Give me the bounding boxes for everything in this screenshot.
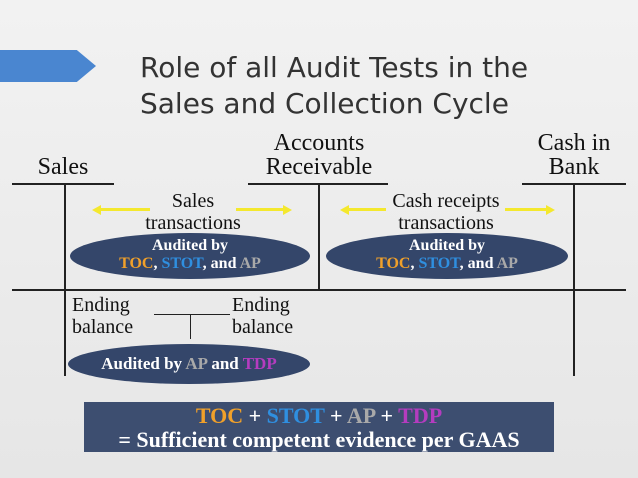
toc-label: TOC <box>376 255 411 272</box>
ap-label: AP <box>239 255 261 272</box>
toc-label: TOC <box>195 403 244 428</box>
cash-receipts-audit-oval: Audited by TOC, STOT, and AP <box>326 233 568 279</box>
sales-tx-line2: transactions <box>145 212 241 234</box>
ar-label-line2: Receivable <box>265 154 373 180</box>
ending-t-vertical <box>190 315 191 339</box>
and-label: and <box>211 354 239 373</box>
ending-balance-audit-oval: Audited by AP and TDP <box>68 344 310 384</box>
yellow-arrow-line <box>348 208 386 211</box>
comma: , <box>153 255 158 272</box>
ending-underline <box>154 314 230 315</box>
yellow-arrow-line <box>100 208 150 211</box>
toc-label: TOC <box>119 255 154 272</box>
oval-tests-line: TOC, STOT, and AP <box>70 255 310 273</box>
cash-label-line1: Cash in <box>537 130 611 156</box>
yellow-arrow-right-icon <box>546 205 555 215</box>
balance-divider-line <box>12 289 626 291</box>
cash-tx-line2: transactions <box>398 212 494 234</box>
ending-left-line2: balance <box>72 316 134 338</box>
cash-receipts-transactions-label: Cash receipts transactions <box>372 190 520 234</box>
cash-tx-line1: Cash receipts <box>392 190 500 212</box>
summary-box: TOC + STOT + AP + TDP = Sufficient compe… <box>84 402 554 452</box>
sales-account-label: Sales <box>37 154 89 180</box>
yellow-arrow-right-icon <box>283 205 292 215</box>
and-label: , and <box>459 255 494 272</box>
ending-balance-right: Ending balance <box>232 294 312 338</box>
stot-label: STOT <box>161 255 203 272</box>
ending-right-line1: Ending <box>232 294 290 316</box>
oval-audited-by: Audited by <box>408 237 486 254</box>
ar-t-vertical <box>318 184 320 290</box>
ending-balance-left: Ending balance <box>72 294 152 338</box>
plus-sign: + <box>380 403 394 428</box>
ending-right-line2: balance <box>232 316 294 338</box>
yellow-arrow-line <box>505 208 547 211</box>
slide-title-line1: Role of all Audit Tests in the <box>140 51 529 84</box>
slide-title: Role of all Audit Tests in the Sales and… <box>140 50 580 122</box>
ar-account-label: Accounts Receivable <box>246 131 392 179</box>
cash-account-label: Cash in Bank <box>522 131 626 179</box>
stot-label: STOT <box>418 255 460 272</box>
accent-arrow-tab <box>0 50 96 82</box>
ap-label: AP <box>496 255 518 272</box>
tdp-label: TDP <box>242 354 277 373</box>
and-label: , and <box>202 255 237 272</box>
sales-tx-line1: Sales <box>171 190 215 212</box>
stot-label: STOT <box>266 403 325 428</box>
yellow-arrow-left-icon <box>92 205 101 215</box>
yellow-arrow-left-icon <box>340 205 349 215</box>
ap-label: AP <box>185 354 208 373</box>
ap-label: AP <box>346 403 376 428</box>
audited-by-prefix: Audited by <box>101 354 183 373</box>
oval-audited-by: Audited by <box>151 237 229 254</box>
sales-t-horizontal <box>12 183 114 185</box>
sales-audit-oval: Audited by TOC, STOT, and AP <box>70 233 310 279</box>
sales-t-vertical <box>64 184 66 376</box>
plus-sign: + <box>248 403 262 428</box>
sales-transactions-label: Sales transactions <box>128 190 258 234</box>
ar-label-line1: Accounts <box>273 130 365 156</box>
slide-title-line2: Sales and Collection Cycle <box>140 87 509 120</box>
tdp-label: TDP <box>398 403 443 428</box>
comma: , <box>410 255 415 272</box>
summary-line1: TOC + STOT + AP + TDP <box>84 402 554 428</box>
cash-t-vertical <box>573 184 575 376</box>
oval-tests-line: TOC, STOT, and AP <box>326 255 568 273</box>
ending-left-line1: Ending <box>72 294 130 316</box>
summary-line2: = Sufficient competent evidence per GAAS <box>118 427 520 452</box>
yellow-arrow-line <box>236 208 284 211</box>
plus-sign: + <box>330 403 343 428</box>
cash-label-line2: Bank <box>548 154 600 180</box>
